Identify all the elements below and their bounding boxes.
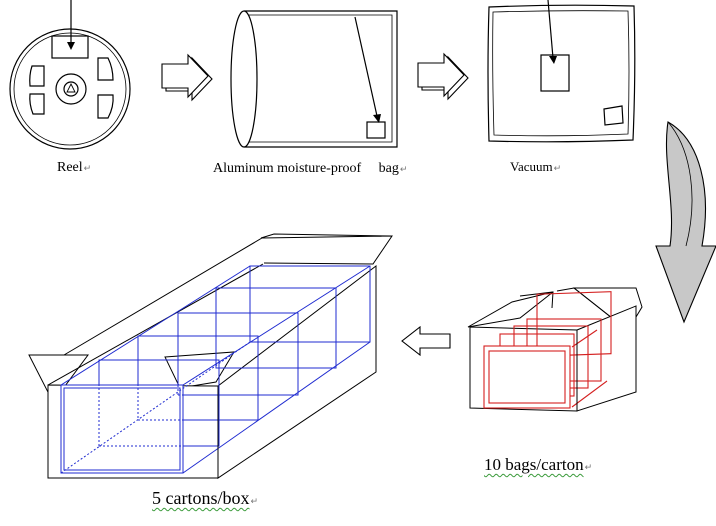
vacuum-bag-inner (492, 10, 630, 137)
bag-label-box (366, 121, 386, 139)
box-carton-front-inner (63, 387, 181, 471)
curved-arrow-highlight (667, 121, 693, 247)
arrow-bag-to-vacuum (417, 52, 469, 101)
carton-flap-left-back (467, 291, 554, 328)
curved-arrow-body (655, 121, 716, 324)
paragraph-mark: ↵ (250, 497, 259, 507)
reel-slot-left-top (29, 65, 45, 87)
carton-side-face (576, 305, 637, 412)
reel-label-text: Reel (57, 160, 83, 175)
paragraph-mark: ↵ (399, 165, 408, 175)
paragraph-mark: ↵ (553, 164, 562, 174)
vacuum-label-text: Vacuum (510, 159, 553, 174)
vacuum-label: Vacuum↵ (510, 159, 561, 175)
arrow-carton-to-box (401, 325, 451, 357)
box-carton-edge-bottom-right (182, 341, 371, 474)
aluminum-bag-label: Aluminum moisture-proof bag↵ (213, 161, 407, 177)
bag-pointer-arrowhead (373, 114, 381, 123)
bag-opening (230, 10, 258, 148)
five-cartons-label: 5 cartons/box↵ (152, 488, 258, 509)
box-side-face (217, 264, 377, 479)
ten-bags-label-text: 10 bags/carton (484, 455, 584, 474)
carton-bag-edge-2 (571, 380, 608, 408)
bag-seal-line (247, 14, 393, 143)
reel-slot-right-bottom (97, 94, 114, 119)
bag-body (244, 10, 398, 148)
carton-bag-edge-1 (571, 329, 598, 348)
vacuum-desiccant (603, 105, 624, 126)
carton-flap-mid (556, 287, 613, 319)
carton-bag-1 (483, 345, 571, 409)
aluminum-bag-label-word: bag (378, 161, 399, 176)
reel-slot-right-top (97, 57, 114, 81)
reel-hub-inner (63, 81, 79, 97)
bag-pointer-line (354, 16, 378, 117)
box-carton-5 (249, 265, 371, 343)
box-flap-front-right (164, 351, 235, 389)
paragraph-mark: ↵ (83, 164, 92, 174)
box-top-back-edge (47, 263, 264, 386)
carton-bag-stack (483, 291, 612, 409)
box-carton-edge-top-left (60, 265, 251, 386)
reel-inner-rim (13, 32, 127, 146)
aluminum-bag-label-text: Aluminum moisture-proof (213, 161, 362, 176)
box-carton-grid (60, 265, 371, 474)
carton-ten-bags-illustration (467, 287, 643, 412)
reel-illustration (9, 0, 131, 150)
carton-flap-back (519, 291, 554, 309)
vacuum-pointer-arrowhead (549, 56, 557, 64)
reel-hub-triangle (66, 82, 76, 93)
arrow-reel-to-bag (161, 53, 213, 102)
box-flap-top-back (260, 233, 393, 239)
ten-bags-label: 10 bags/carton↵ (484, 455, 592, 475)
vacuum-bag-outline (487, 4, 636, 143)
curved-arrow-down (655, 121, 716, 324)
paragraph-mark: ↵ (584, 463, 593, 473)
reel-outer-rim (9, 28, 131, 150)
vacuum-pointer-line (547, 0, 554, 59)
reel-slot-left-bottom (29, 93, 45, 115)
vacuum-bag-illustration (487, 0, 636, 143)
reel-label: Reel↵ (57, 160, 91, 176)
carton-bag-1-inner (488, 350, 566, 404)
reel-pointer-arrowhead (67, 42, 75, 50)
box-carton-edge-top-right (182, 265, 371, 386)
box-carton-front (60, 384, 184, 474)
master-box-illustration (28, 233, 393, 479)
aluminum-bag-illustration (230, 10, 398, 148)
five-cartons-label-text: 5 cartons/box (152, 488, 250, 508)
reel-hub-outer (55, 73, 87, 105)
